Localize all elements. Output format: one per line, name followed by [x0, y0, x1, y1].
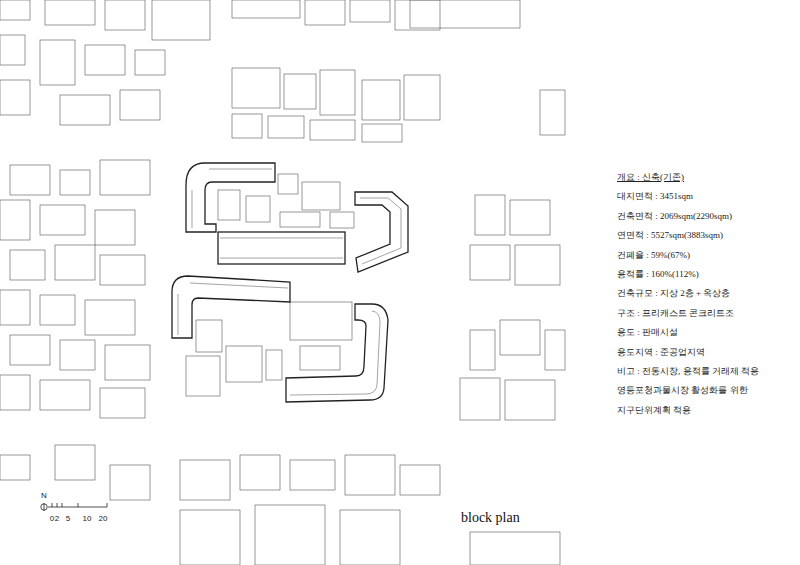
scale-number: 10	[83, 514, 92, 523]
scale-number: 20	[99, 514, 108, 523]
sheet-title: block plan	[461, 510, 520, 526]
scale-bar	[41, 503, 107, 511]
spec-line: 건폐율 : 59%(67%)	[617, 250, 690, 261]
spec-line: 개요 : 신축(기존)	[617, 172, 684, 183]
spec-line: 건축규모 : 지상 2층 + 옥상층	[617, 288, 730, 299]
north-mark: N	[41, 491, 47, 500]
spec-line: 연면적 : 5527sqm(3883sqm)	[617, 230, 723, 241]
spec-line: 비고 : 전통시장, 용적률 거래제 적용	[617, 366, 759, 377]
scale-number: 0	[50, 514, 54, 523]
spec-line: 용적률 : 160%(112%)	[617, 269, 699, 280]
spec-line: 용도지역 : 준공업지역	[617, 347, 705, 358]
scale-number: 5	[66, 514, 70, 523]
proposed-inner-lines	[178, 169, 401, 395]
spec-line: 용도 : 판매시설	[617, 327, 678, 338]
spec-line: 지구단위계획 적용	[617, 405, 691, 416]
scale-number: 2	[55, 514, 59, 523]
spec-line: 영등포청과물시장 활성화를 위한	[617, 385, 748, 396]
spec-line: 구조 : 프리캐스트 콘크리트조	[617, 308, 734, 319]
spec-line: 대지면적 : 3451sqm	[617, 191, 693, 202]
spec-line: 건축면적 : 2069sqm(2290sqm)	[617, 211, 732, 222]
proposed-buildings	[172, 163, 408, 402]
existing-buildings	[0, 0, 565, 565]
